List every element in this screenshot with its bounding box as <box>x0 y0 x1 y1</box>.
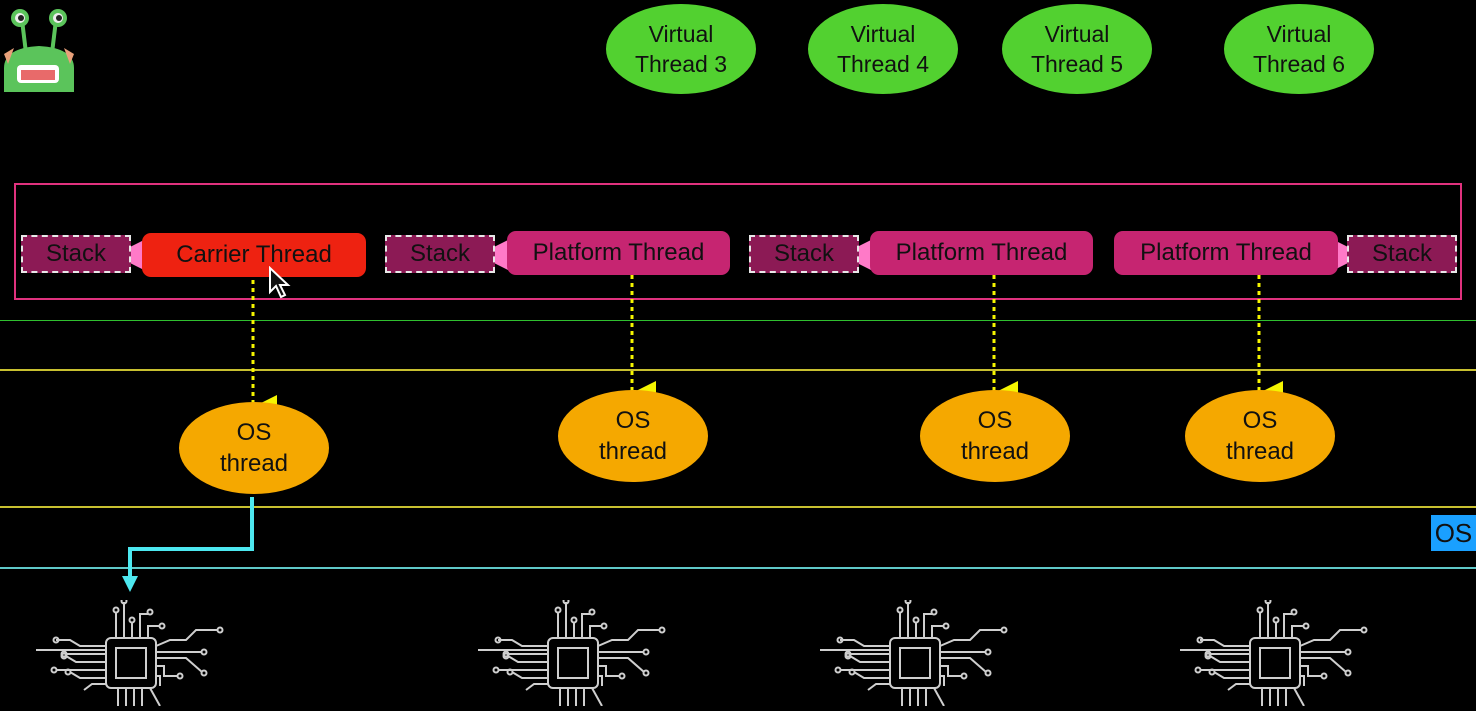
os-thread-line2: thread <box>219 450 289 477</box>
stack-box: Stack <box>21 235 131 273</box>
virtual-thread-line1: Virtual <box>648 21 714 47</box>
os-thread-line2: thread <box>960 438 1030 465</box>
virtual-thread-3: Virtual Thread 3 <box>606 4 756 94</box>
stack-box: Stack <box>1347 235 1457 273</box>
os-thread-4: OS thread <box>1185 390 1335 482</box>
layer-line-yellow-bottom <box>0 506 1476 508</box>
stack-box: Stack <box>749 235 859 273</box>
green-monster-logo-icon <box>0 8 78 92</box>
os-thread-3: OS thread <box>920 390 1070 482</box>
virtual-thread-line2: Thread 3 <box>634 51 728 77</box>
layer-line-green <box>0 320 1476 321</box>
carrier-thread-label: Carrier Thread <box>176 241 332 268</box>
os-layer-label: OS <box>1431 515 1476 551</box>
virtual-thread-line1: Virtual <box>1044 21 1110 47</box>
platform-thread-1[interactable]: Platform Thread <box>507 231 730 275</box>
platform-thread-label: Platform Thread <box>895 239 1068 266</box>
platform-thread-pool-frame <box>14 183 1462 300</box>
platform-thread-2[interactable]: Platform Thread <box>870 231 1093 275</box>
mouse-cursor-icon <box>268 265 292 305</box>
stack-label: Stack <box>773 240 835 267</box>
virtual-thread-6: Virtual Thread 6 <box>1224 4 1374 94</box>
os-thread-line1: OS <box>977 407 1013 434</box>
virtual-thread-line1: Virtual <box>850 21 916 47</box>
stack-label: Stack <box>45 240 107 267</box>
stack-box: Stack <box>385 235 495 273</box>
platform-thread-label: Platform Thread <box>1140 239 1312 266</box>
os-thread-1: OS thread <box>179 402 329 494</box>
cpu-link-arrow <box>128 497 254 578</box>
os-thread-line1: OS <box>236 419 272 446</box>
platform-thread-label: Platform Thread <box>532 239 705 266</box>
os-thread-line2: thread <box>598 438 668 465</box>
layer-line-cyan <box>0 567 1476 569</box>
stack-label: Stack <box>409 240 471 267</box>
os-thread-line1: OS <box>1242 407 1278 434</box>
carrier-thread[interactable]: Carrier Thread <box>142 233 366 277</box>
virtual-thread-5: Virtual Thread 5 <box>1002 4 1152 94</box>
virtual-thread-line2: Thread 5 <box>1030 51 1124 77</box>
cpu-chip-icon <box>478 597 668 707</box>
platform-thread-3[interactable]: Platform Thread <box>1114 231 1338 275</box>
cpu-chip-icon <box>820 597 1010 707</box>
virtual-thread-line2: Thread 4 <box>836 51 930 77</box>
os-layer-text: OS <box>1434 517 1473 548</box>
stack-label: Stack <box>1371 240 1433 267</box>
virtual-thread-line2: Thread 6 <box>1252 51 1346 77</box>
os-thread-line1: OS <box>615 407 651 434</box>
layer-line-yellow-top <box>0 369 1476 371</box>
cpu-chip-icon <box>1180 597 1370 707</box>
virtual-thread-4: Virtual Thread 4 <box>808 4 958 94</box>
virtual-thread-line1: Virtual <box>1266 21 1332 47</box>
os-thread-line2: thread <box>1225 438 1295 465</box>
cpu-chip-icon <box>36 597 226 707</box>
os-thread-2: OS thread <box>558 390 708 482</box>
